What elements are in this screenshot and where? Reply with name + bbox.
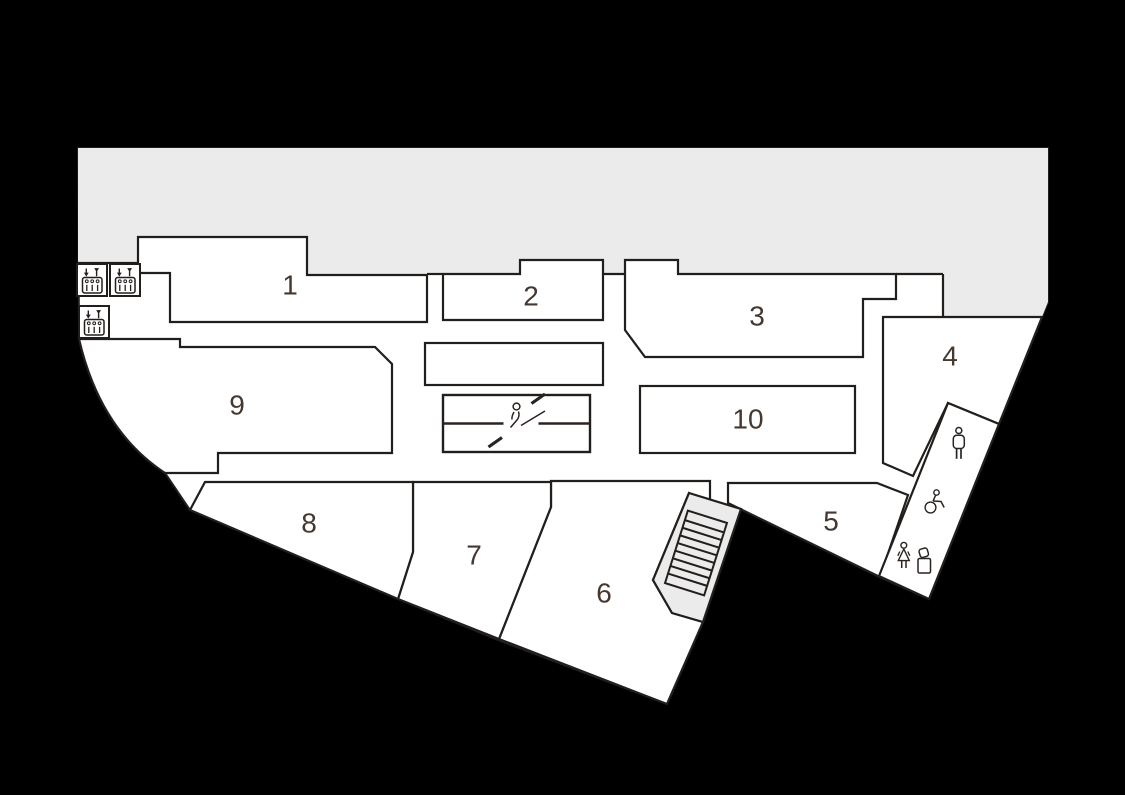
escalator-icon xyxy=(441,392,592,454)
nursing-room-icon xyxy=(917,547,932,574)
service-room-shape xyxy=(423,341,605,387)
elevator-icon xyxy=(78,305,110,339)
stairs-icon xyxy=(651,491,743,624)
room-1-shape xyxy=(136,235,429,324)
room-labels: 1 2 3 4 5 6 7 8 9 10 xyxy=(229,270,958,609)
room-9-shape xyxy=(77,337,394,475)
room-7-label: 7 xyxy=(466,540,482,571)
room-2-label: 2 xyxy=(523,281,539,312)
womens-restroom-icon xyxy=(897,541,911,568)
mens-restroom-icon xyxy=(952,426,966,459)
room-2-shape xyxy=(441,258,605,322)
elevator-icon xyxy=(76,263,108,297)
room-10-shape xyxy=(638,384,857,455)
room-3-label: 3 xyxy=(749,301,765,332)
upper-zone xyxy=(78,148,1048,317)
elevator-icon xyxy=(109,263,141,297)
room-6-label: 6 xyxy=(596,578,612,609)
room-8-label: 8 xyxy=(301,508,317,539)
room-1-label: 1 xyxy=(282,270,298,301)
room-5-label: 5 xyxy=(823,506,839,537)
room-5-shape xyxy=(726,481,910,579)
room-4-label: 4 xyxy=(942,341,958,372)
accessible-restroom-icon xyxy=(924,489,945,514)
room-8-shape xyxy=(188,480,415,601)
room-3-shape xyxy=(623,258,898,359)
room-10-label: 10 xyxy=(732,404,763,435)
room-9-label: 9 xyxy=(229,390,245,421)
